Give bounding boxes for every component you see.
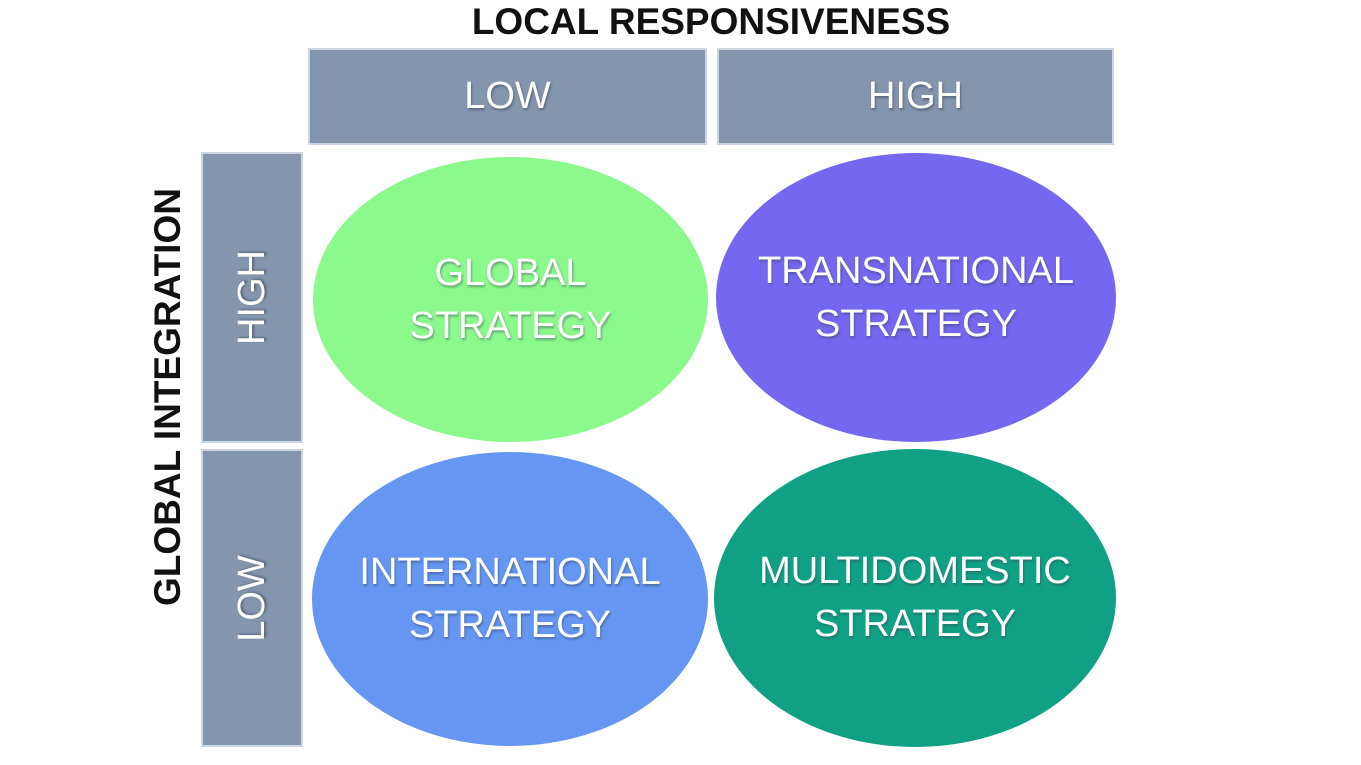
quadrant-international-strategy: INTERNATIONAL STRATEGY xyxy=(312,452,708,746)
quadrant-global-strategy-line1: GLOBAL xyxy=(434,251,587,294)
x-axis-title: LOCAL RESPONSIVENESS xyxy=(471,1,951,42)
quadrant-multidomestic-strategy: MULTIDOMESTIC STRATEGY xyxy=(714,449,1116,747)
quadrant-international-strategy-line2: STRATEGY xyxy=(409,604,611,646)
x-axis-low-label: LOW xyxy=(464,75,551,117)
quadrant-international-strategy-line1: INTERNATIONAL xyxy=(359,551,661,593)
quadrant-transnational-strategy-line2: STRATEGY xyxy=(815,302,1017,345)
quadrant-global-strategy: GLOBAL STRATEGY xyxy=(313,157,708,442)
quadrant-multidomestic-strategy-line1: MULTIDOMESTIC xyxy=(759,550,1071,592)
y-axis-high-header: HIGH xyxy=(201,152,303,443)
quadrant-transnational-strategy: TRANSNATIONAL STRATEGY xyxy=(716,153,1116,442)
y-axis-high-label: HIGH xyxy=(230,250,273,345)
x-axis-high-header: HIGH xyxy=(717,48,1114,145)
quadrant-transnational-strategy-line1: TRANSNATIONAL xyxy=(757,249,1074,292)
quadrant-multidomestic-strategy-line2: STRATEGY xyxy=(814,603,1016,645)
quadrant-global-strategy-line2: STRATEGY xyxy=(409,304,612,347)
y-axis-title: GLOBAL INTEGRATION xyxy=(147,188,188,606)
y-axis-low-label: LOW xyxy=(230,554,273,642)
x-axis-high-label: HIGH xyxy=(868,75,963,117)
y-axis-low-header: LOW xyxy=(201,449,303,747)
x-axis-low-header: LOW xyxy=(308,48,707,145)
